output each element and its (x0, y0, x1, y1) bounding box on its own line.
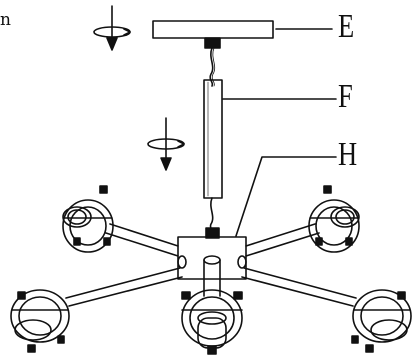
central-hub (177, 227, 247, 280)
arm-upper-right (245, 223, 320, 257)
label-e: E (338, 8, 355, 45)
label-f: F (338, 78, 353, 115)
canopy-nut (204, 37, 221, 49)
clipped-text-fragment: n (0, 10, 11, 30)
arm-upper-left (105, 223, 179, 257)
arm-front (203, 255, 221, 297)
ceiling-canopy (152, 20, 274, 39)
socket-upper-left (62, 185, 114, 253)
rotation-arrow-top-icon (93, 5, 131, 51)
upper-wire (209, 47, 214, 87)
socket-lower-right (351, 289, 412, 353)
arm-lower-right (241, 267, 357, 307)
socket-front (181, 289, 243, 355)
socket-upper-right (308, 185, 360, 253)
lower-wire (209, 197, 214, 233)
leader-line-h (235, 156, 337, 237)
socket-lower-left (10, 289, 70, 353)
label-h: H (338, 136, 358, 173)
rotation-arrow-middle-icon (147, 117, 185, 171)
arm-lower-left (65, 267, 183, 307)
suspension-rod (203, 79, 223, 199)
